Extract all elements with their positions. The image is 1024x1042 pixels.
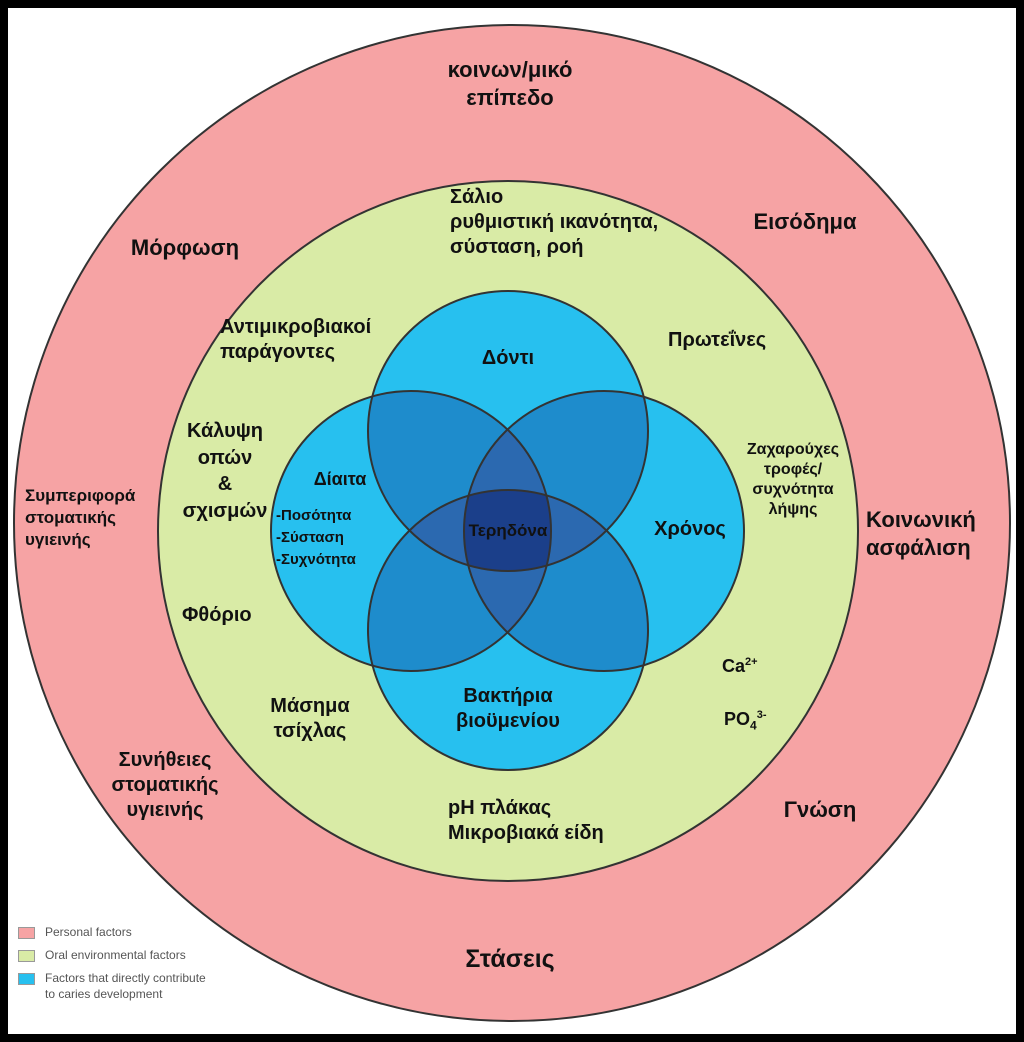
label-oral-hygiene-habits: Συνήθειες στοματικής υγιεινής (111, 749, 219, 821)
legend-item-personal: Personal factors (18, 925, 206, 939)
label-calcium: Ca2+ (722, 656, 758, 676)
label-phosphate: PO43- (724, 709, 767, 733)
label-teeth: Δόντι (481, 347, 535, 369)
label-caries-center: Τερηδόνα (468, 521, 548, 540)
label-diet: Δίαιτα (313, 469, 367, 489)
legend-label-oral: Oral environmental factors (45, 948, 186, 962)
label-social-insurance: Κοινωνική ασφάλιση (866, 507, 976, 560)
legend-swatch-personal (18, 927, 35, 939)
legend-swatch-oral (18, 950, 35, 962)
label-proteins: Πρωτεΐνες (668, 329, 767, 351)
label-community-level: κοινων/μικό επίπεδο (447, 57, 573, 110)
label-pit-fissure-sealants: Κάλυψη οπών & σχισμών (182, 420, 268, 522)
legend-item-direct: Factors that directly contribute to cari… (18, 971, 206, 1002)
label-time: Χρόνος (654, 518, 726, 540)
label-fluoride: Φθόριο (182, 604, 252, 626)
legend-label-direct: Factors that directly contribute to cari… (45, 971, 206, 1001)
label-income: Εισόδημα (753, 209, 857, 234)
legend-item-oral: Oral environmental factors (18, 948, 206, 962)
label-knowledge: Γνώση (783, 797, 857, 822)
label-sugary-foods: Ζαχαρούχες τροφές/ συχνότητα λήψης (746, 441, 840, 518)
label-plaque-ph: pH πλάκας Μικροβιακά είδη (448, 797, 604, 844)
label-attitudes: Στάσεις (465, 945, 555, 973)
legend-swatch-direct (18, 973, 35, 985)
label-biofilm-bacteria: Βακτήρια βιοϋμενίου (456, 685, 560, 732)
label-oral-hygiene-behavior: Συμπεριφορά στοματικής υγιεινής (25, 486, 136, 550)
legend: Personal factors Oral environmental fact… (18, 925, 206, 1011)
legend-label-personal: Personal factors (45, 925, 132, 939)
label-education: Μόρφωση (130, 235, 240, 260)
label-chewing-gum: Μάσημα τσίχλας (270, 695, 350, 742)
label-antimicrobial-factors: Αντιμικροβιακοί παράγοντες (220, 316, 372, 363)
label-diet-items: -Ποσότητα -Σύσταση -Συχνότητα (276, 507, 356, 568)
label-saliva: Σάλιο ρυθμιστική ικανότητα, σύσταση, ροή (450, 186, 659, 258)
